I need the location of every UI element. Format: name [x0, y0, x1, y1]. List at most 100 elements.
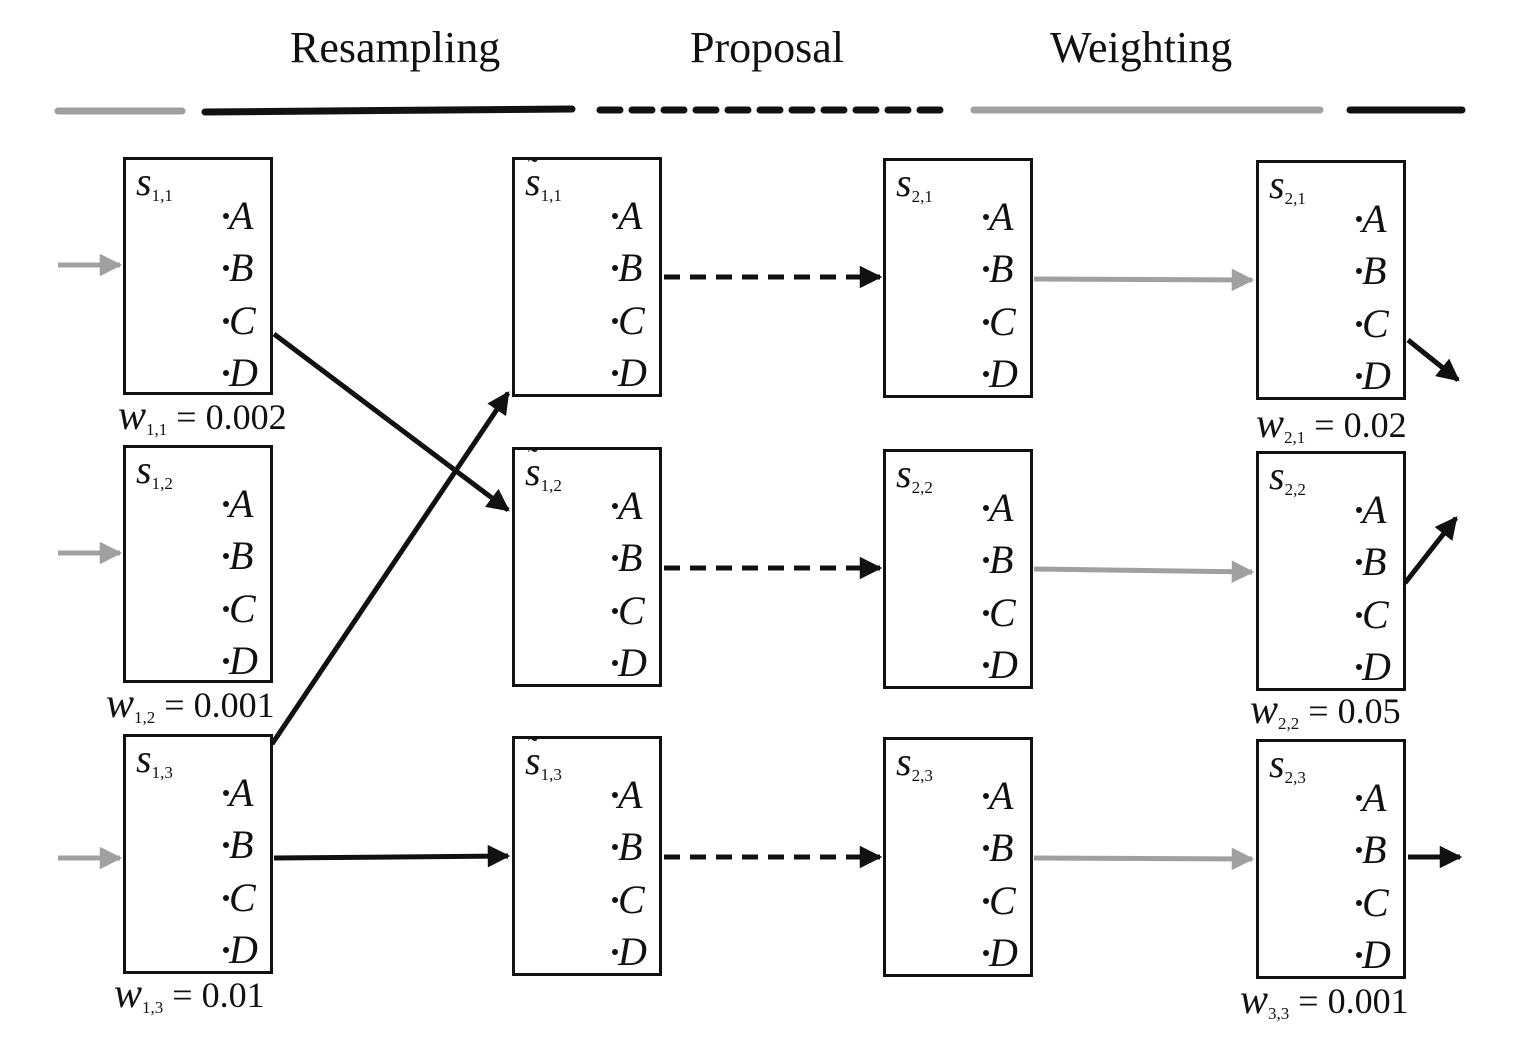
leaf-label: C: [989, 299, 1016, 344]
leaf-label: B: [618, 824, 643, 869]
output-arrow: [1403, 516, 1458, 585]
leaf-label: B: [989, 537, 1014, 582]
state-label: s1,2: [136, 447, 173, 493]
leaf-label: C: [618, 298, 645, 343]
leaf-dot: [983, 319, 989, 325]
leaf-dot: [612, 949, 618, 955]
state-label: s1,3: [136, 736, 173, 782]
leaf-dot: [983, 557, 989, 563]
leaf-label: B: [1362, 827, 1387, 872]
leaf-dot: [1356, 216, 1362, 222]
leaf-label: B: [1362, 539, 1387, 584]
resample-arrow: [273, 844, 511, 868]
leaf-label: D: [1362, 353, 1391, 398]
leaf-label: C: [989, 878, 1016, 923]
leaf-label: D: [229, 927, 258, 972]
leaf-label: D: [989, 642, 1018, 687]
state-label: s2,2: [1269, 453, 1306, 499]
phase-proposal: Proposal: [690, 23, 844, 72]
leaf-label: C: [1362, 301, 1389, 346]
leaf-dot: [1356, 507, 1362, 513]
leaf-dot: [612, 370, 618, 376]
leaf-label: D: [1362, 932, 1391, 977]
weight-label: w3,3 = 0.001: [1240, 977, 1409, 1023]
leaf-dot: [983, 662, 989, 668]
weight-label: w2,1 = 0.02: [1256, 401, 1407, 447]
leaf-dot: [612, 608, 618, 614]
leaf-label: D: [989, 351, 1018, 396]
leaf-dot: [223, 947, 229, 953]
weighting-arrow: [1033, 268, 1255, 292]
leaf-dot: [612, 503, 618, 509]
leaf-label: A: [229, 193, 254, 238]
leaf-dot: [1356, 612, 1362, 618]
leaf-label: D: [618, 640, 647, 685]
leaf-dot: [1356, 952, 1362, 958]
state-label: s1,1: [136, 159, 173, 205]
leaf-dot: [612, 660, 618, 666]
leaf-label: D: [618, 929, 647, 974]
leaf-dot: [983, 950, 989, 956]
leaf-label: A: [618, 193, 643, 238]
leaf-dot: [1356, 847, 1362, 853]
leaf-dot: [1356, 268, 1362, 274]
leaf-label: B: [1362, 248, 1387, 293]
leaf-label: B: [229, 533, 254, 578]
leaf-dot: [223, 370, 229, 376]
leaf-label: C: [618, 588, 645, 633]
state-label: s1,2˜: [525, 442, 562, 495]
leaf-dot: [223, 213, 229, 219]
weighting-arrow: [1033, 847, 1255, 871]
state-label: s2,2: [896, 451, 933, 497]
leaf-label: B: [229, 822, 254, 867]
leaf-dot: [223, 606, 229, 612]
leaf-dot: [612, 844, 618, 850]
leaf-dot: [223, 790, 229, 796]
state-label: s2,3: [1269, 741, 1306, 787]
state-label: s2,1: [1269, 162, 1306, 208]
leaf-dot: [223, 895, 229, 901]
leaf-dot: [223, 318, 229, 324]
leaf-dot: [1356, 900, 1362, 906]
leaf-dot: [612, 792, 618, 798]
leaf-dot: [1356, 795, 1362, 801]
leaf-label: A: [989, 194, 1014, 239]
leaf-label: A: [1362, 487, 1387, 532]
phase-weighting: Weighting: [1050, 23, 1233, 72]
leaf-dot: [983, 266, 989, 272]
phase-line: [201, 105, 576, 116]
state-label: s2,1: [896, 160, 933, 206]
leaf-dot: [983, 505, 989, 511]
output-arrow: [1406, 338, 1460, 382]
leaf-label: A: [989, 773, 1014, 818]
leaf-dot: [983, 371, 989, 377]
leaf-label: A: [989, 485, 1014, 530]
state-label: s2,3: [896, 739, 933, 785]
leaf-label: B: [618, 535, 643, 580]
leaf-label: C: [1362, 880, 1389, 925]
leaf-label: C: [618, 877, 645, 922]
weighting-arrow: [1033, 560, 1255, 583]
leaf-label: D: [229, 638, 258, 683]
phase-resampling: Resampling: [290, 23, 501, 72]
leaf-label: C: [1362, 592, 1389, 637]
leaf-label: D: [1362, 644, 1391, 689]
resample-arrow: [272, 332, 510, 512]
weight-label: w1,3 = 0.01: [114, 971, 265, 1017]
resample-arrow: [269, 391, 511, 746]
leaf-label: B: [229, 245, 254, 290]
leaf-dot: [223, 658, 229, 664]
leaf-label: C: [229, 586, 256, 631]
leaf-dot: [223, 265, 229, 271]
leaf-dot: [612, 555, 618, 561]
